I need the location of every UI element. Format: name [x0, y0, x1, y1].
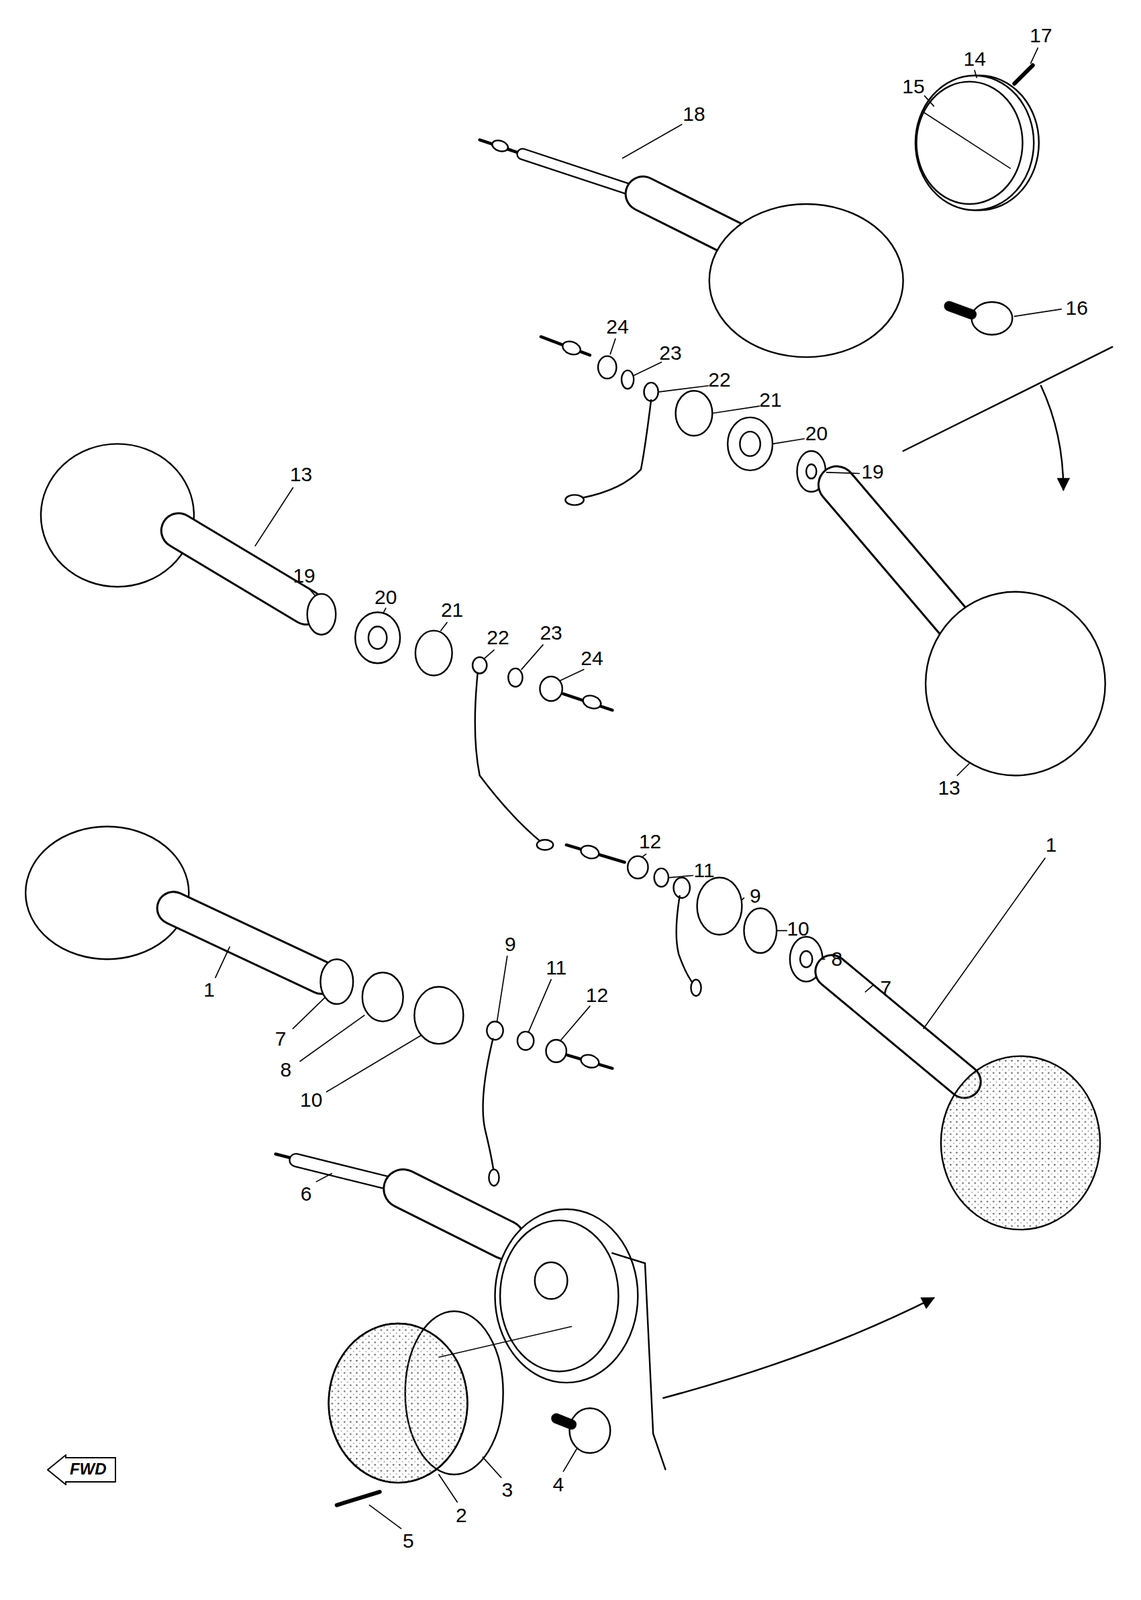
callout-number: 12 [637, 830, 663, 853]
arrow-shape [47, 1455, 116, 1485]
callout-number: 22 [706, 369, 732, 391]
callout-number: 17 [1028, 24, 1054, 47]
callout-number: 24 [604, 316, 630, 338]
callout-number: 1 [202, 979, 217, 1001]
arrow-label: FWD [69, 1461, 107, 1478]
callout-number: 23 [657, 342, 683, 364]
callout-number: 7 [273, 1028, 288, 1050]
callout-number: 21 [757, 389, 783, 411]
callout-number: 8 [278, 1059, 293, 1081]
callout-number: 11 [544, 957, 568, 979]
callout-number: 13 [288, 463, 314, 486]
callout-number: 5 [401, 1530, 416, 1552]
callout-number: 9 [503, 933, 518, 956]
callout-number: 10 [298, 1089, 324, 1111]
callout-number: 11 [692, 859, 717, 882]
callout-number: 20 [804, 422, 829, 445]
callout-number: 15 [900, 75, 926, 98]
forward-arrow: FWD [46, 1454, 117, 1486]
callout-number: 21 [439, 599, 465, 621]
callout-number: 10 [785, 918, 811, 940]
callout-number: 16 [1064, 297, 1090, 319]
callout-number: 8 [830, 948, 845, 970]
callout-number: 14 [961, 48, 987, 70]
callout-number: 13 [936, 777, 962, 799]
callout-number: 19 [859, 461, 885, 483]
callout-number: 19 [291, 565, 317, 587]
callout-number: 9 [748, 885, 763, 907]
callout-number: 18 [681, 103, 707, 125]
callout-number: 23 [538, 622, 564, 644]
callout-number: 7 [879, 977, 894, 999]
callout-number: 3 [500, 1479, 515, 1501]
callout-number: 6 [299, 1183, 314, 1205]
callout-number: 2 [454, 1504, 469, 1527]
callout-number: 12 [584, 984, 610, 1007]
callout-number: 1 [1044, 834, 1059, 856]
callout-number: 20 [373, 586, 399, 609]
callout-number: 22 [485, 626, 511, 649]
callout-number: 4 [551, 1473, 566, 1496]
callout-number: 24 [579, 647, 605, 670]
